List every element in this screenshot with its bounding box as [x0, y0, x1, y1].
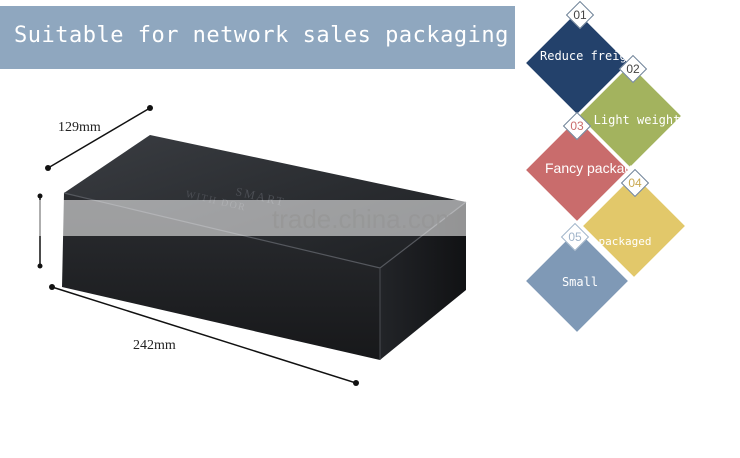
length-dimension-line — [51, 286, 357, 384]
banner-title: Suitable for network sales packaging — [14, 23, 509, 48]
feature-label-reduce-freight: Reduce freight — [540, 49, 642, 63]
title-banner: Suitable for network sales packaging — [0, 6, 515, 69]
feature-label-fancy-packaged: Fancy packaged — [545, 160, 648, 176]
badge-02-number: 02 — [626, 62, 640, 76]
badge-03-number: 03 — [570, 119, 584, 133]
box-side — [380, 202, 466, 360]
length-label: 242mm — [133, 338, 176, 353]
depth-dimension-line — [47, 107, 151, 169]
feature-label-small: Small — [561, 275, 599, 289]
depth-label: 129mm — [58, 120, 101, 135]
watermark-text: trade.china.com — [272, 204, 457, 234]
badge-05-number: 05 — [568, 230, 582, 244]
badge-01-number: 01 — [573, 8, 587, 22]
feature-label-light-weight: Light weight — [593, 113, 681, 127]
badge-04-number: 04 — [628, 176, 642, 190]
feature-label-packaged: packaged — [598, 235, 652, 248]
